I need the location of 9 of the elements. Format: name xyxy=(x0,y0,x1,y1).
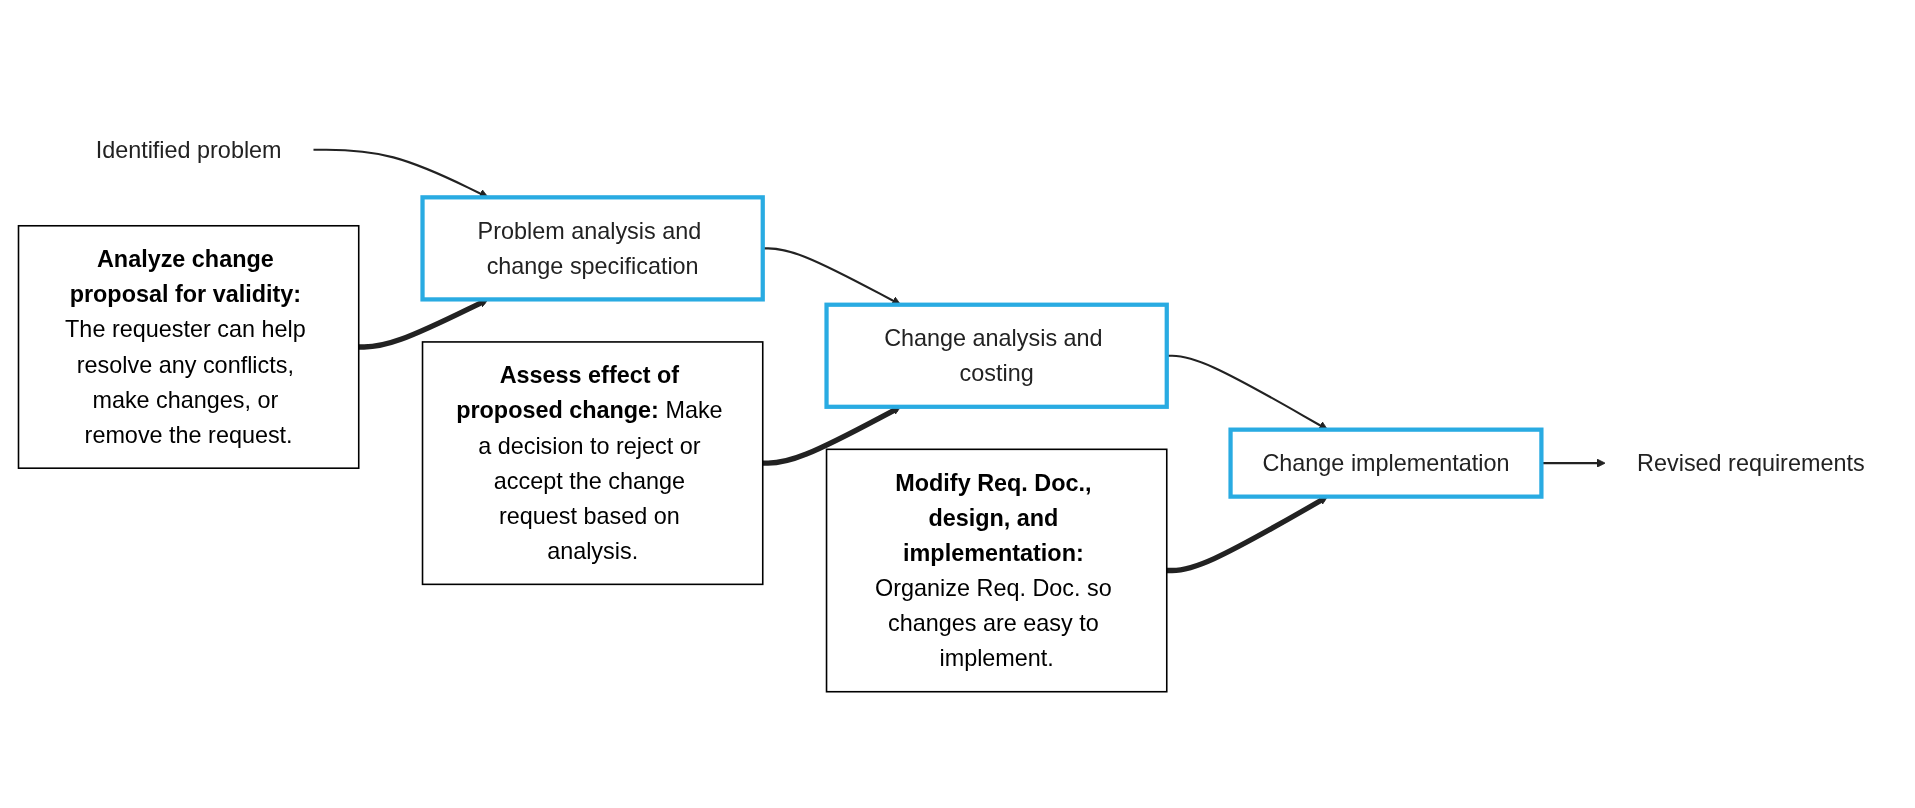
node-text: Revised requirements xyxy=(1637,449,1865,477)
node-box: Change analysis and costing xyxy=(824,302,1169,409)
node-text: Identified problem xyxy=(95,136,282,164)
node-box: Analyze change proposal for validity: The requester can help resolve any conflicts, make changes, or remove the request. xyxy=(17,225,360,469)
arrow xyxy=(1166,496,1328,574)
node-box: Problem analysis and change specification xyxy=(420,195,765,302)
node-box: Modify Req. Doc., design, and implementation: Organize Req. Doc. so changes are easy to implement. xyxy=(825,448,1168,693)
node-box: Change implementation xyxy=(1228,427,1544,499)
node-box: Assess effect of proposed change: Make a decision to reject or accept the change request based on analysis. xyxy=(421,341,764,586)
